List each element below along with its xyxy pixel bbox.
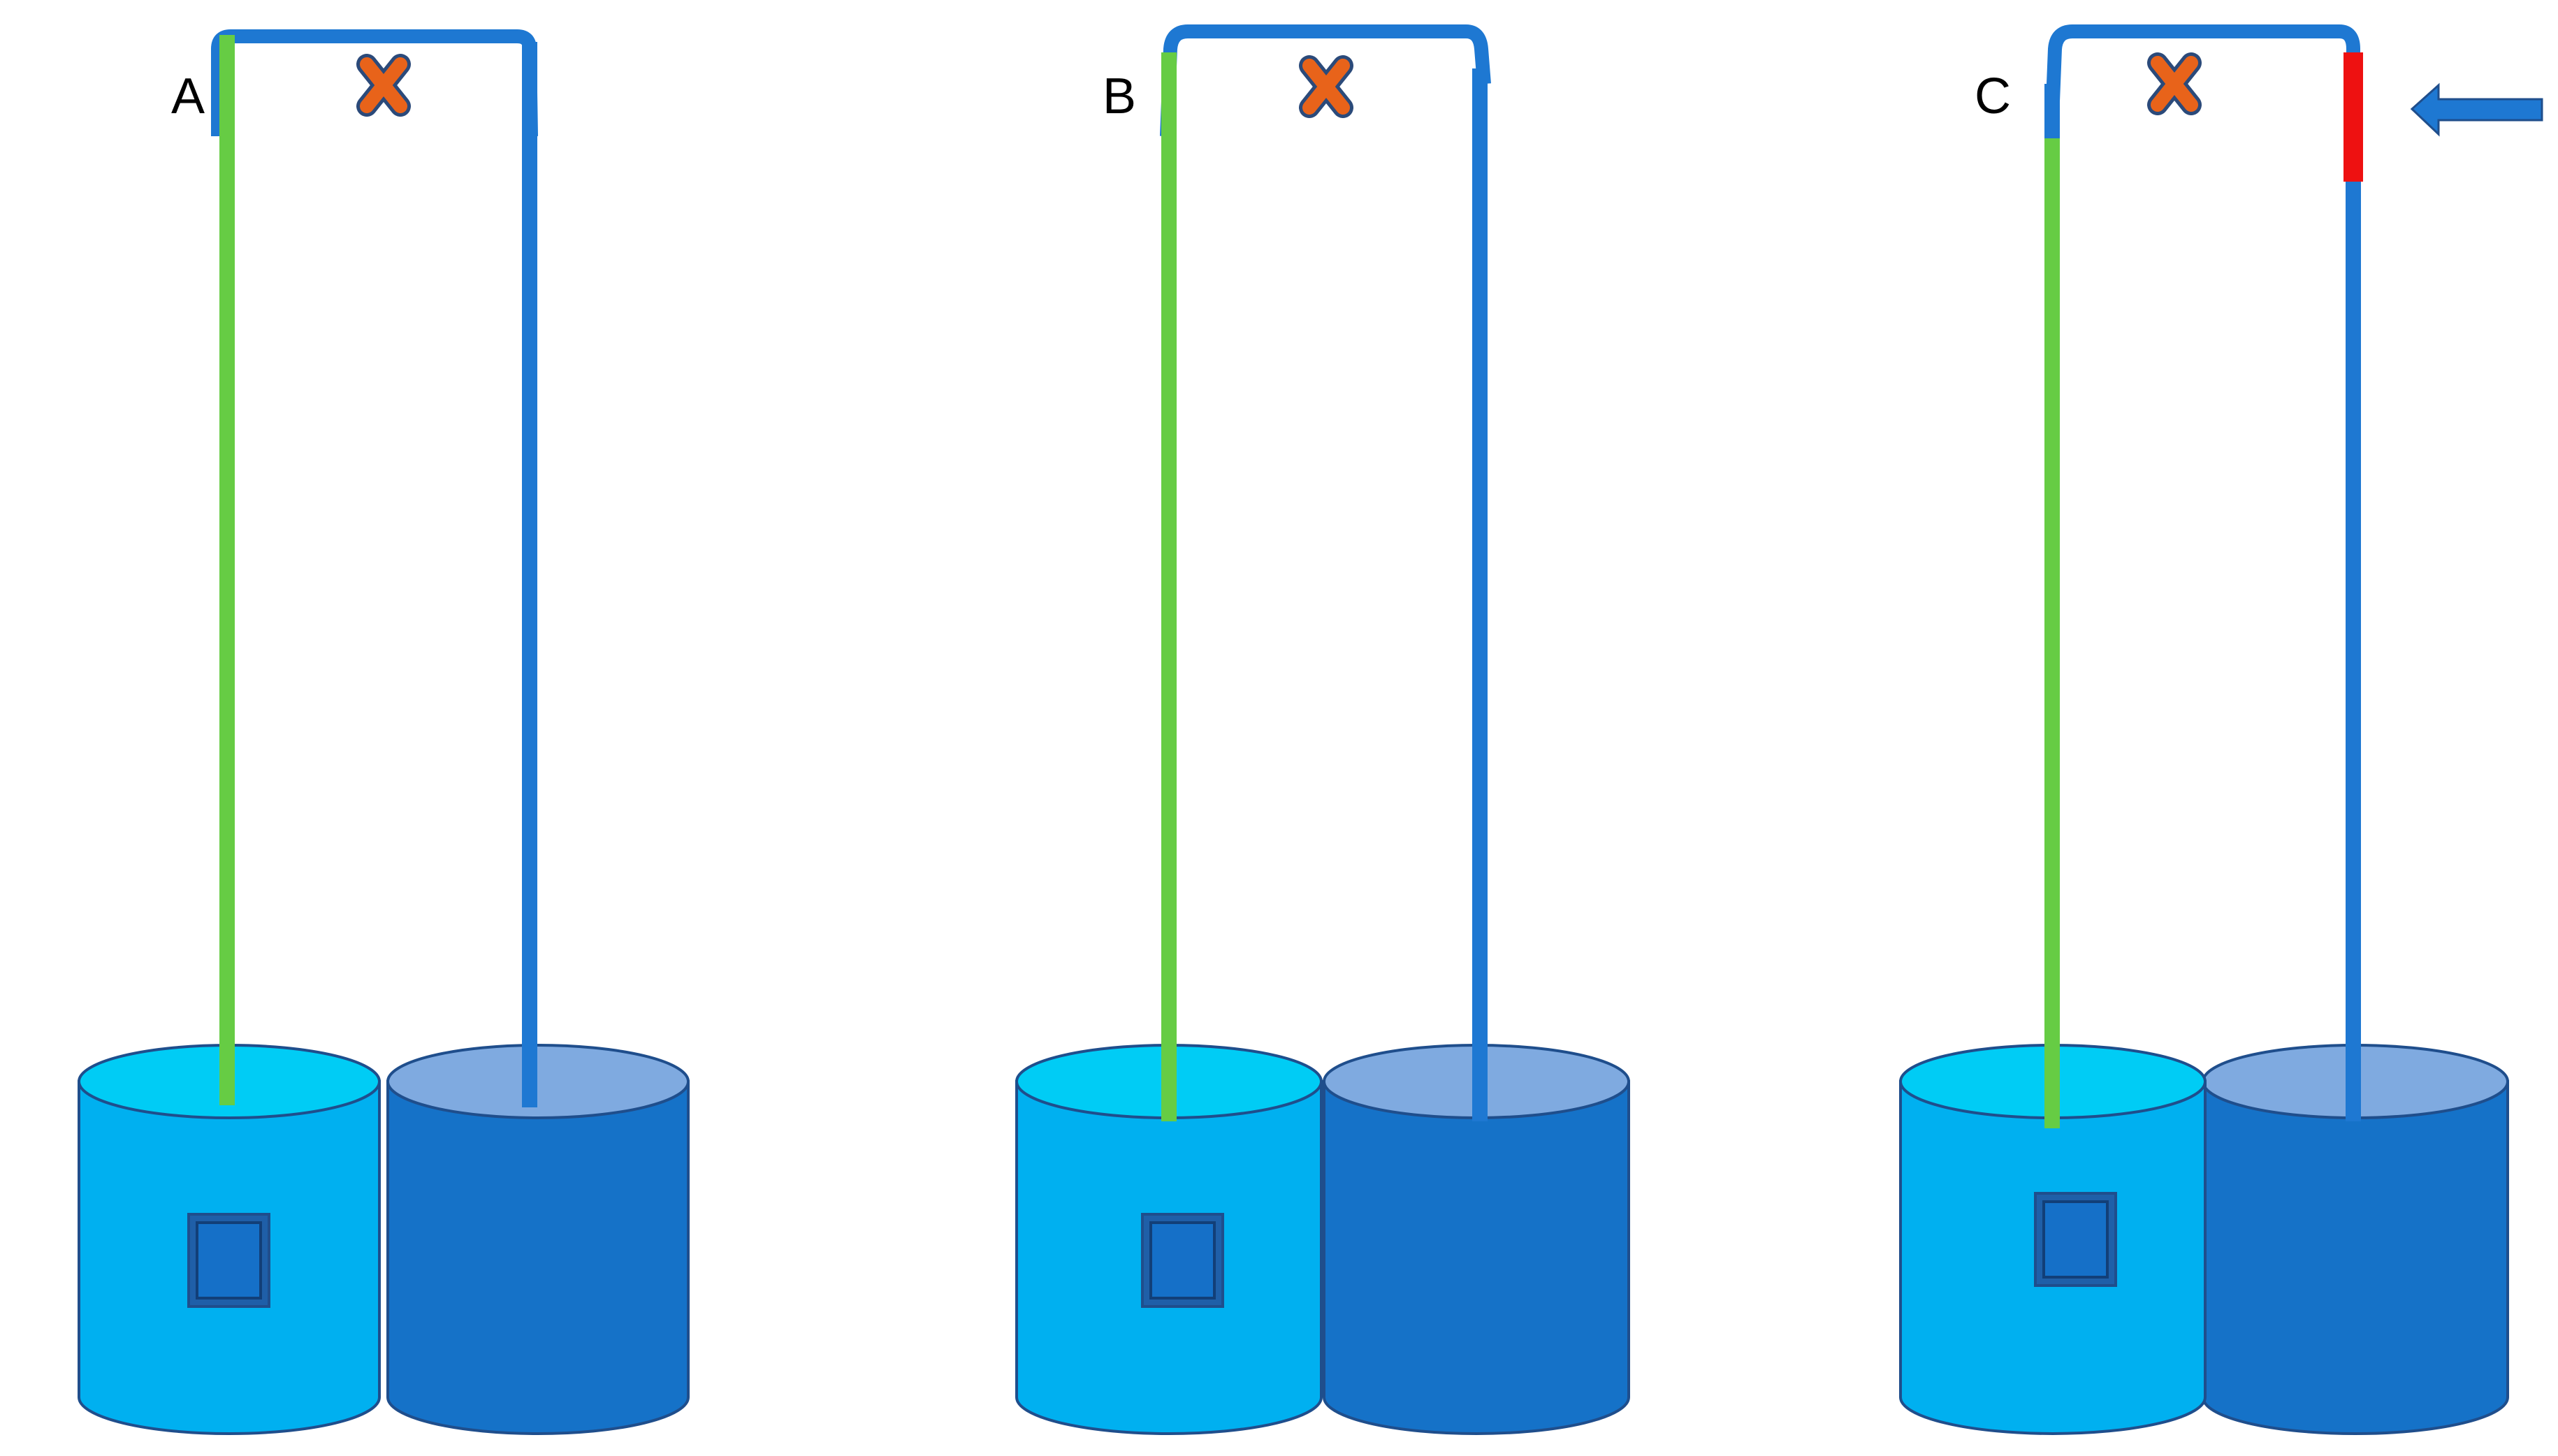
panel-b: B [1015, 24, 1630, 1435]
panel-label-a: A [171, 68, 205, 124]
tube-bridge-b [1160, 24, 1491, 137]
tank-window-b [1141, 1213, 1224, 1308]
x-mark-icon [1309, 66, 1343, 108]
right-tank-a [386, 1044, 690, 1435]
panel-label-c: C [1975, 68, 2011, 124]
x-mark-icon [367, 64, 400, 106]
panel-label-b: B [1103, 68, 1136, 124]
left-tank-c [1899, 1044, 2207, 1435]
tank-window-a [187, 1213, 270, 1308]
tank-window-c [2034, 1192, 2117, 1287]
left-arrow-icon [2410, 82, 2543, 137]
panel-c: C [1899, 24, 2543, 1435]
x-mark-icon [2158, 63, 2191, 105]
left-tank-b [1015, 1044, 1323, 1435]
tube-bridge-c [2044, 24, 2360, 137]
panel-a: A [78, 29, 690, 1435]
